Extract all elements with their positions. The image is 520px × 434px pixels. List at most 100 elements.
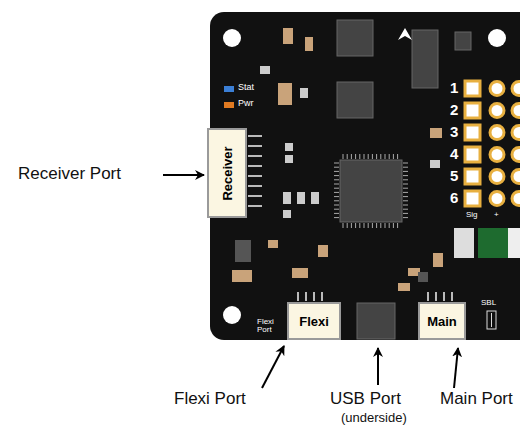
chip-pins [397,223,398,228]
chip-pins [334,188,339,189]
chip-pins [351,223,352,228]
chip-pins [334,196,339,197]
chip-pins [334,209,339,210]
chip-pins [334,217,339,218]
leader-arrows [454,348,458,388]
components [430,160,440,168]
chip-pins [347,223,348,228]
pin-headers [490,126,504,140]
components [285,155,293,163]
connector-pins [435,292,437,301]
pin-headers [465,125,480,140]
receiver-connector: Receiver [207,128,247,218]
chip-pins [403,196,408,197]
connector-pins [248,155,262,157]
components [297,192,305,204]
connector-pins [248,165,262,167]
chip-pins [393,154,394,159]
chips [337,20,471,339]
channel-number: 5 [450,168,458,185]
connector-pins [313,292,315,301]
chip-pins [359,154,360,159]
components [454,228,474,258]
chip-pins [334,163,339,164]
chip-pins [403,213,408,214]
components [235,240,251,262]
pin-headers [512,126,520,140]
connector-pins [443,292,445,301]
pin-headers [490,104,504,118]
jumper-label: SBL [481,299,496,308]
components [292,268,308,278]
chip-pins [403,175,408,176]
flexi-connector: Flexi [287,302,341,340]
components [285,143,293,151]
channel-number: 2 [450,102,458,119]
channel-number: 6 [450,190,458,207]
chip-pins [368,154,369,159]
chip-pins [380,223,381,228]
pin-headers [490,192,504,206]
chip-pins [334,200,339,201]
chips [455,32,471,50]
components [487,311,496,329]
callout-text: Main Port [440,390,513,409]
components [232,270,252,282]
chip-pins [385,154,386,159]
chip-pins [343,223,344,228]
chip-pins [380,154,381,159]
components [508,228,520,258]
pin-label: + [494,211,499,220]
chip-pins [372,154,373,159]
chip-pins [389,223,390,228]
pin-headers [512,192,520,206]
connector-pins [305,292,307,301]
callout-text: Flexi Port [174,390,246,409]
components [283,192,291,204]
chip-pins [334,167,339,168]
chip-pins [403,200,408,201]
pin-headers [512,148,520,162]
chip-pins [376,223,377,228]
pcb-board [223,29,241,47]
chips [337,20,373,56]
chip-pins [397,154,398,159]
pin-headers [490,82,504,96]
pin-headers [465,191,480,206]
components [430,128,442,138]
chip-pins [334,154,408,228]
pin-headers [465,103,480,118]
led-label: Pwr [238,99,254,109]
components [224,28,520,329]
chip-pins [376,154,377,159]
chip-pins [403,217,408,218]
connector-pins [297,292,299,301]
chip-pins [364,223,365,228]
pin-headers [465,81,480,96]
leader-arrows [377,348,379,385]
port-label: Main [427,314,457,329]
components [418,272,428,282]
callout-note: (underside) [341,411,407,425]
chips [340,160,402,222]
connector-pins [248,175,262,177]
pcb-board [223,306,241,324]
chips [412,30,438,88]
chip-pins [403,188,408,189]
pin-headers [490,170,504,184]
chip-pins [372,223,373,228]
components [398,283,410,291]
connector-pins [248,136,452,301]
chip-pins [364,154,365,159]
components [224,86,234,92]
chip-pins [403,171,408,172]
pin-label: Sig [466,211,478,220]
components [260,66,270,74]
chip-pins [393,223,394,228]
chips [337,82,373,118]
chips [357,303,395,339]
components [278,83,292,105]
chip-pins [368,223,369,228]
pcb-board [488,29,506,47]
connector-pins [427,292,429,301]
